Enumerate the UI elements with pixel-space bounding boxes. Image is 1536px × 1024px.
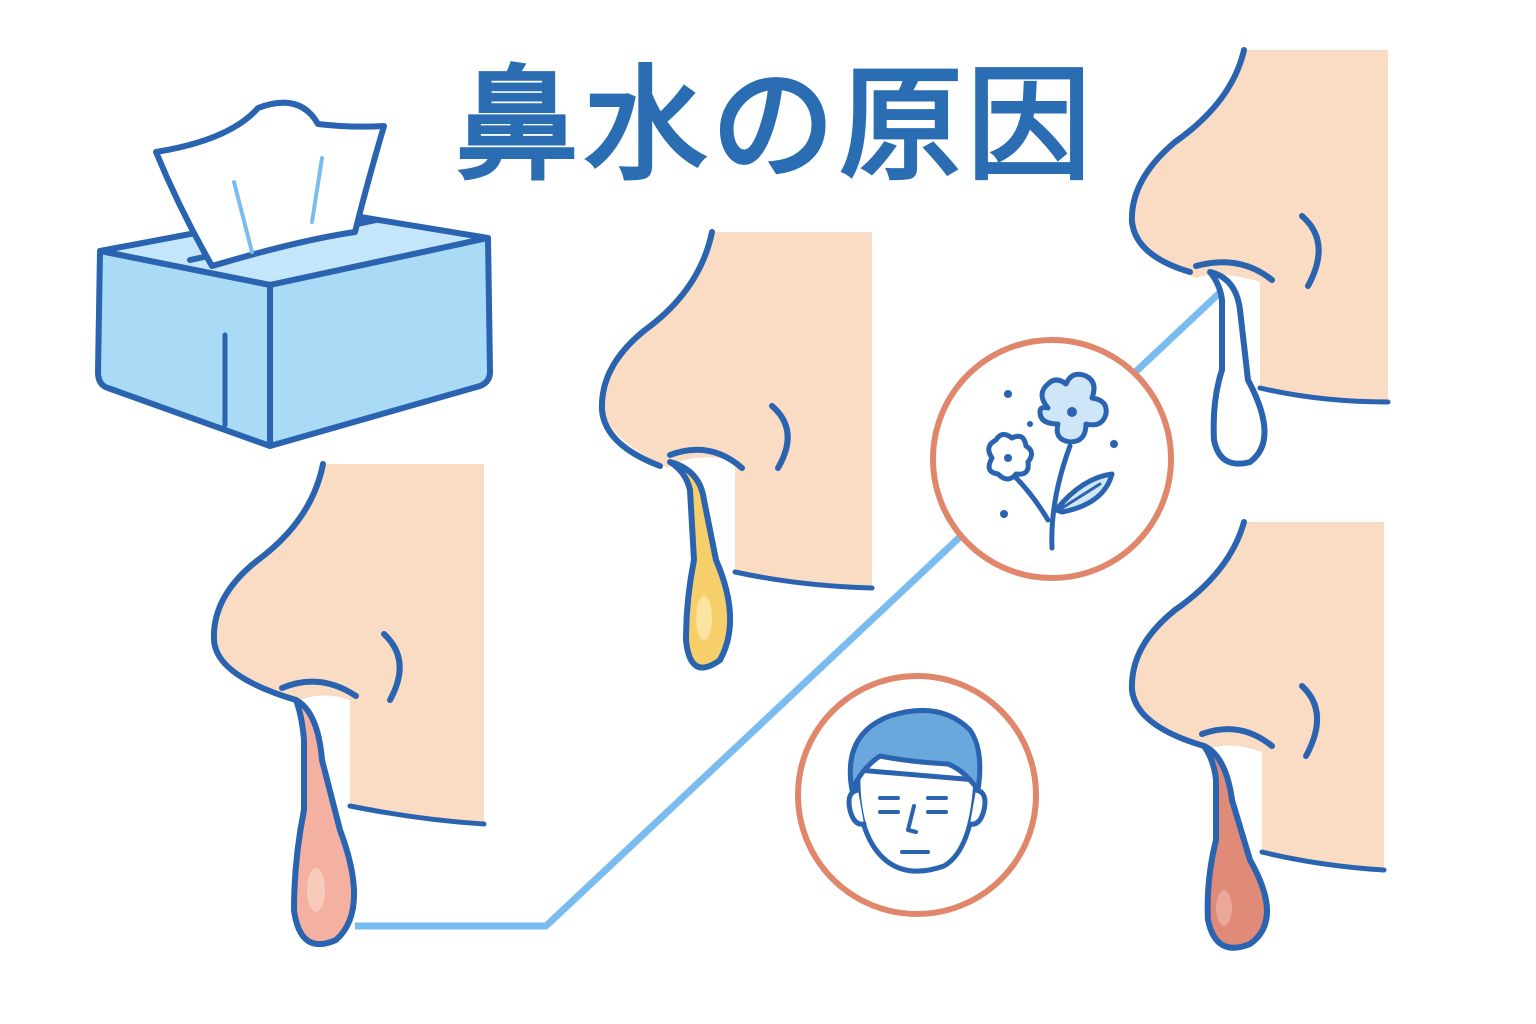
nose-clear-runny	[1128, 47, 1391, 467]
person-face-icon	[795, 673, 1039, 917]
tissue-box-icon	[95, 99, 493, 449]
nose-pink-runny	[210, 461, 487, 948]
nose-yellow-runny	[598, 229, 875, 671]
flower-pollen-icon	[930, 337, 1174, 581]
page-title: 鼻水の原因	[455, 54, 1095, 198]
nose-red-runny	[1128, 519, 1387, 951]
